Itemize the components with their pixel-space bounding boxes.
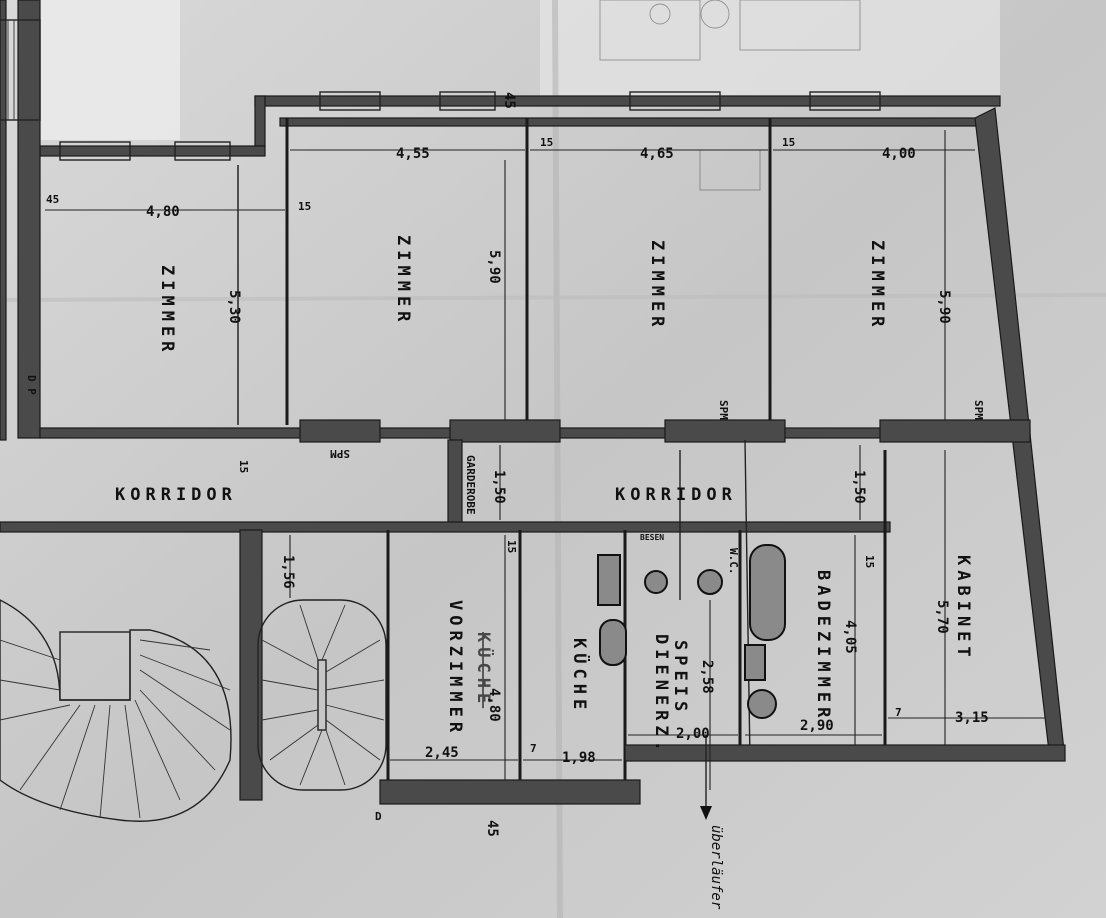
small-labels: BESEN W.C. GARDEROBE SPM SPM SPM D P D [25,375,985,823]
dim-width-455: 4,55 [396,146,430,162]
dim-bottom-45: 45 [484,820,500,837]
dimension-labels: 45 4,55 4,65 4,00 4,80 5,90 5,90 5,30 1,… [46,92,989,837]
room-label-speis: SPEIS [670,640,690,716]
room-label-kabinet: KABINET [953,555,973,662]
room-label-zimmer-3: ZIMMER [647,240,667,331]
room-label-kueche-struck: KÜCHE [473,632,495,708]
dim-thickness-15-c: 15 [298,200,311,213]
dim-thickness-15-e: 15 [505,540,518,553]
dim-korridor-150-b: 1,50 [851,470,867,504]
dim-thickness-15-f: 15 [863,555,876,568]
dim-height-590-a: 5,90 [486,250,502,284]
kitchen-sink [599,619,627,666]
lower-walls [0,439,1066,805]
room-label-kueche: KÜCHE [569,638,591,714]
background-sketch [599,0,861,191]
dim-width-245: 2,45 [425,745,459,761]
dim-width-400: 4,00 [882,146,916,162]
label-dp-left: D P [25,375,38,395]
note-ueberlaeufer: überläufer [708,825,724,910]
toilet [697,569,723,595]
label-besen: BESEN [640,533,664,542]
room-label-korridor-left: KORRIDOR [115,485,237,505]
dim-thickness-45-left: 45 [46,193,59,206]
dim-width-315: 3,15 [955,710,989,726]
speis-fixture [644,570,668,594]
label-dp-bottom: D [375,810,382,823]
dim-thickness-7-b: 7 [895,706,902,719]
paper-fold [552,0,563,918]
paper-highlight-top [540,0,1000,100]
dim-height-480: 4,80 [486,688,502,722]
paper-fold-h [0,293,1106,302]
dim-korridor-150-a: 1,50 [491,470,507,504]
dim-thickness-15-b: 15 [782,136,795,149]
dim-height-405: 4,05 [842,620,858,654]
dimension-lines [45,130,1045,790]
room-label-vorzimmer: VORZIMMER [445,600,465,737]
dim-height-258: 2,58 [699,660,715,694]
dim-width-290: 2,90 [800,718,834,734]
staircase-right [257,599,387,791]
overflow-arrow [700,735,712,820]
dim-height-156: 1,56 [280,555,296,589]
label-spm-2: SPM [717,400,730,420]
dim-height-570: 5,70 [934,600,950,634]
dim-thickness-15-d: 15 [237,460,250,473]
bath-heater [744,644,766,681]
label-garderobe: GARDEROBE [464,455,477,515]
label-spm-1: SPM [330,447,350,460]
room-label-dienerz: DIENERZ. [651,634,671,756]
dim-thickness-7-a: 7 [530,742,537,755]
room-label-badezimmer: BADEZIMMER [813,570,833,722]
paper-highlight [40,0,180,140]
dim-width-200: 2,00 [676,726,710,742]
room-label-korridor-right: KORRIDOR [615,485,737,505]
room-label-zimmer-2: ZIMMER [393,235,413,326]
dim-height-590-b: 5,90 [936,290,952,324]
interior-walls [237,118,1031,531]
room-label-zimmer-left: ZIMMER [157,265,177,356]
dim-width-465: 4,65 [640,146,674,162]
dim-thickness-15-a: 15 [540,136,553,149]
room-labels: ZIMMER ZIMMER ZIMMER ZIMMER KORRIDOR KOR… [115,235,973,756]
kitchen-stove [597,554,621,606]
bathtub [749,544,786,641]
staircase-left [0,599,232,822]
dim-width-198: 1,98 [562,750,596,766]
dim-height-530: 5,30 [226,290,242,324]
windows [0,19,881,161]
room-label-zimmer-4: ZIMMER [867,240,887,331]
label-spm-3: SPM [972,400,985,420]
dim-width-480: 4,80 [146,204,180,220]
dim-top-45: 45 [501,92,517,109]
washbasin [747,689,777,719]
label-wc: W.C. [727,548,740,575]
